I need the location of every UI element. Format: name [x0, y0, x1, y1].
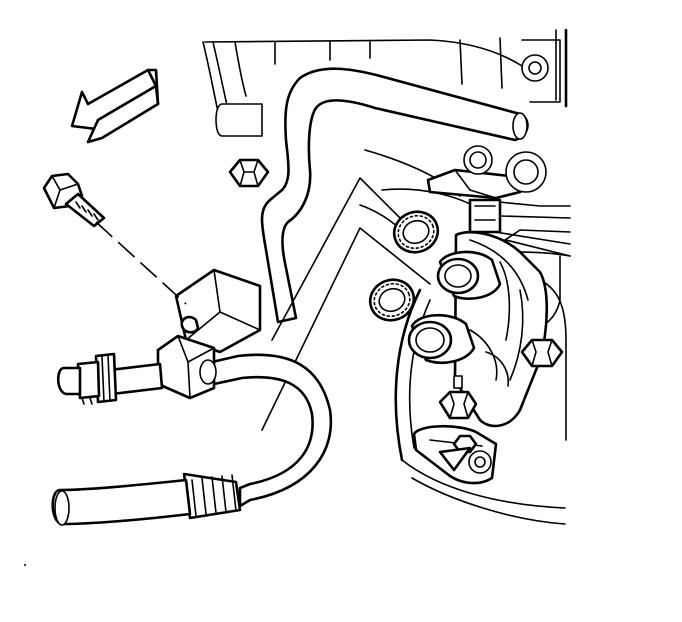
fitting-block [426, 145, 547, 234]
lower-hose [51, 353, 333, 526]
discharge-port [407, 313, 476, 364]
arrow-left-icon [70, 68, 160, 144]
stray-mark [24, 564, 26, 566]
engine-bolt [228, 158, 270, 188]
hose-clamp [156, 268, 262, 400]
compressor-bolt [520, 338, 564, 368]
suction-port [436, 250, 502, 300]
stud-nut [412, 375, 498, 485]
o-ring-upper [392, 210, 440, 254]
o-ring-lower [368, 278, 416, 322]
pressure-fitting [56, 352, 164, 405]
upper-pipe [260, 67, 529, 324]
clamp-bolt [42, 172, 187, 305]
